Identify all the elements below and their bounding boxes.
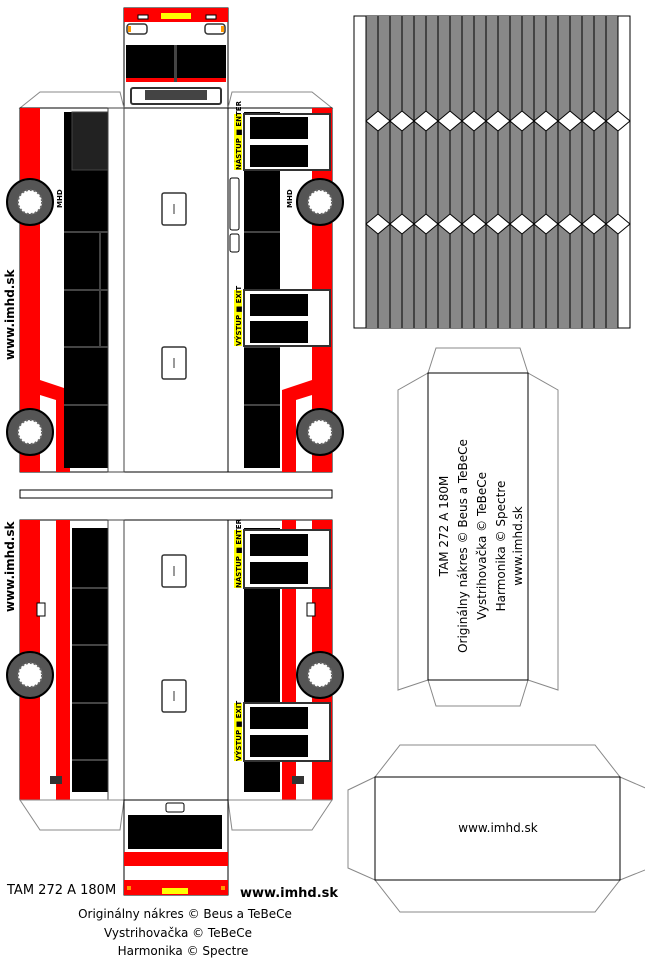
door-label-enter-lower: NÁSTUP ■ ENTER	[234, 518, 243, 588]
rear-panel	[123, 799, 229, 896]
box-credit-cutout: Vystrihovačka © TeBeCe	[475, 472, 489, 620]
footer-credit-accordion: Harmonika © Spectre	[118, 944, 249, 958]
lower-body-section: www.imhd.sk NÁSTUP ■ ENTER VÝSTUP ■ EXIT	[3, 518, 333, 831]
box2-website: www.imhd.sk	[458, 821, 537, 835]
upper-body-section: www.imhd.sk MHD NÁSTUP ■ ENTER VÝSTUP ■ …	[3, 91, 334, 473]
fold-diamond	[605, 213, 631, 235]
wheel	[6, 408, 54, 456]
wheel	[296, 651, 344, 699]
box-model-name: TAM 272 A 180M	[437, 476, 451, 578]
door-label-enter: NÁSTUP ■ ENTER	[234, 100, 243, 170]
door-label-exit: VÝSTUP ■ EXIT	[234, 286, 243, 346]
wheel	[296, 178, 344, 226]
footer-credit-original: Originálny nákres © Beus a TeBeCe	[78, 907, 292, 921]
rear-door-1	[243, 529, 331, 589]
footer-website: www.imhd.sk	[240, 886, 338, 901]
website-label-left-lower: www.imhd.sk	[3, 521, 17, 613]
front-door	[243, 113, 331, 171]
rear-door-2	[243, 702, 331, 762]
wheels	[6, 178, 344, 699]
website-box-net: www.imhd.sk	[347, 744, 645, 913]
wheel	[6, 178, 54, 226]
wheel	[296, 408, 344, 456]
footer-model-name: TAM 272 A 180M	[6, 883, 116, 898]
door-label-exit-lower: VÝSTUP ■ EXIT	[234, 701, 243, 761]
box-website: www.imhd.sk	[511, 506, 525, 585]
joint-strip	[19, 489, 333, 499]
footer-credit-cutout: Vystrihovačka © TeBeCe	[104, 926, 252, 940]
side-logo-left: MHD	[56, 189, 64, 208]
fold-diamond	[605, 110, 631, 132]
side-logo-right: MHD	[286, 189, 294, 208]
box-credit-accordion: Harmonika © Spectre	[494, 481, 508, 612]
wheel	[6, 651, 54, 699]
middle-door	[243, 289, 331, 347]
website-label-left-upper: www.imhd.sk	[3, 269, 17, 361]
credits-box-net: TAM 272 A 180M Originálny nákres © Beus …	[397, 347, 559, 707]
box-credit-original: Originálny nákres © Beus a TeBeCe	[456, 439, 470, 653]
accordion-bellows	[353, 15, 631, 329]
front-panel	[123, 7, 229, 109]
